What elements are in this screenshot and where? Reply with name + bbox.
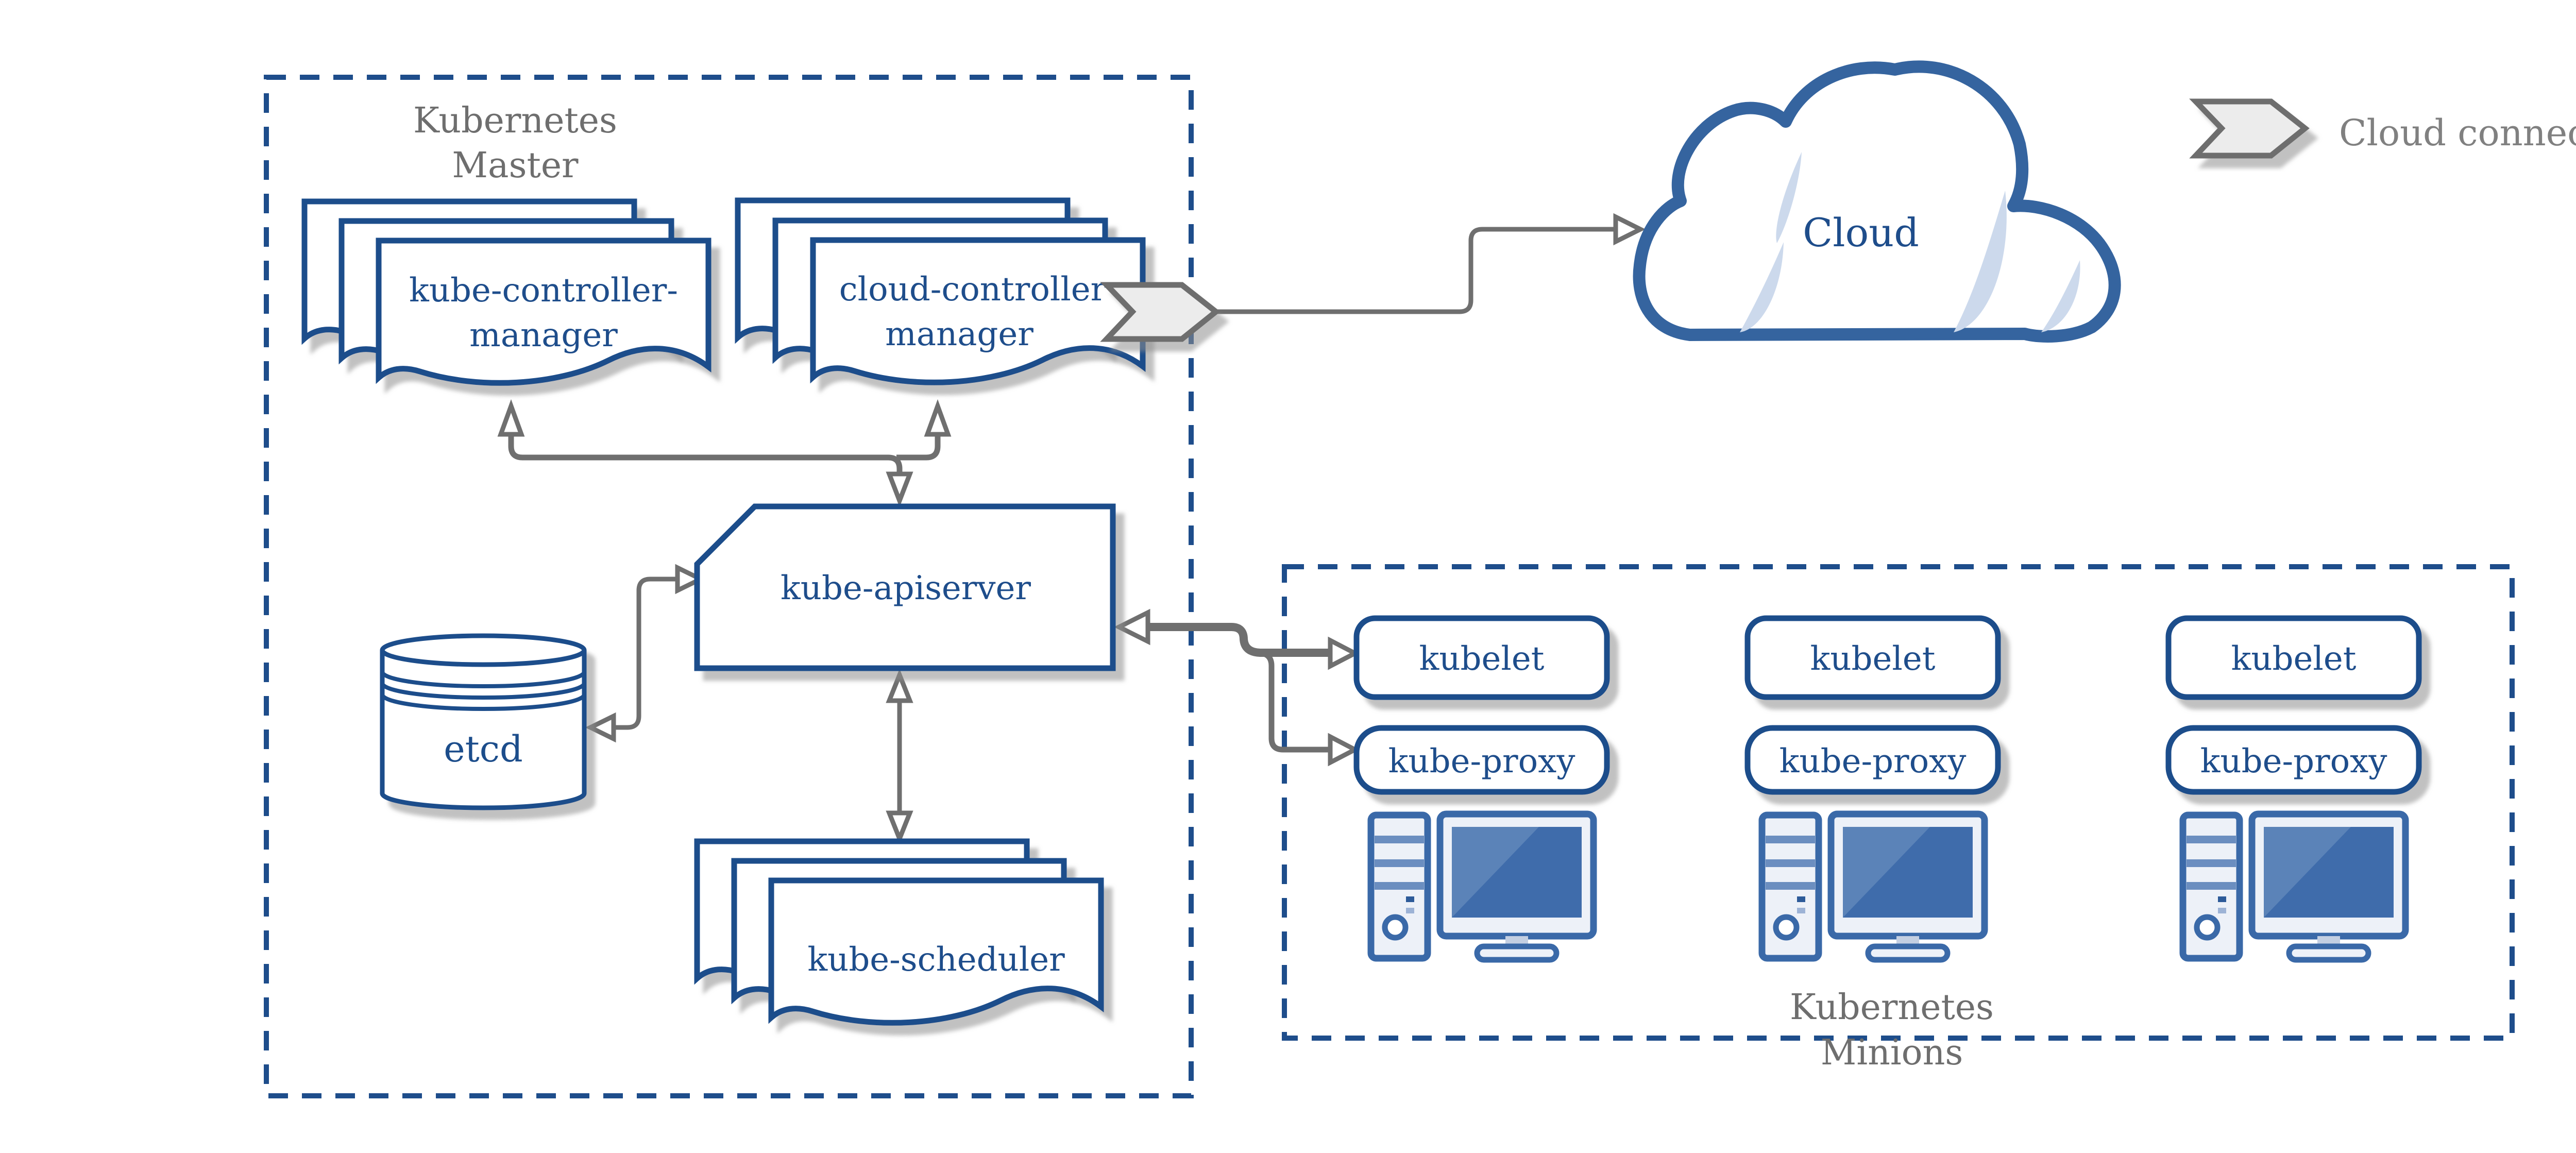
cloud-icon — [1633, 60, 2121, 343]
kube-apiserver-label: kube-apiserver — [781, 569, 1031, 607]
kubelet-label: kubelet — [1810, 640, 1936, 678]
etcd-cylinder: etcd — [380, 633, 587, 810]
legend-label: Cloud connector — [2339, 112, 2576, 154]
apiserver-to-node-connector — [1113, 608, 1360, 767]
document-shape-front — [813, 240, 1143, 382]
arrowhead-up-cloud-controller — [924, 399, 952, 437]
arrowhead-up-apiserver-bottom — [886, 668, 913, 703]
cloud-controller-manager-stack: cloud-controller manager — [738, 200, 1143, 382]
kubelet-label: kubelet — [2231, 640, 2357, 678]
arrowhead-right-kube-proxy — [1328, 733, 1360, 767]
kube-proxy-label: kube-proxy — [2200, 742, 2387, 781]
database-cylinder-icon — [380, 650, 587, 810]
kube-proxy-box — [1353, 725, 1610, 795]
kube-scheduler-stack: kube-scheduler — [697, 841, 1101, 1023]
chevron-arrow-icon — [2196, 101, 2305, 156]
apiserver-scheduler-connector — [886, 668, 913, 845]
kube-apiserver-box: kube-apiserver — [694, 503, 1116, 671]
kube-proxy-label: kube-proxy — [1780, 742, 1967, 781]
kubernetes-minions-title: Kubernetes Minions — [1790, 987, 1994, 1073]
cloud-controller-manager-label-line1: cloud-controller — [839, 270, 1107, 309]
kube-controller-manager-stack: kube-controller- manager — [304, 201, 708, 383]
kubelet-box — [2165, 615, 2422, 700]
kubelet-box — [1744, 615, 2001, 700]
arrowhead-left-apiserver-right — [1113, 608, 1150, 646]
etcd-label: etcd — [444, 728, 523, 770]
master-title-line2: Master — [452, 145, 579, 186]
cloud-highlight-2 — [1740, 242, 1784, 332]
document-shape-front — [379, 241, 708, 383]
kubernetes-master-title: Kubernetes Master — [413, 100, 617, 186]
minion-node-2: kubelet kube-proxy — [1744, 615, 2001, 960]
cylinder-top — [380, 633, 587, 667]
kube-proxy-box — [1744, 725, 2001, 795]
arrowhead-down-scheduler — [886, 810, 913, 845]
cloud-controller-manager-label-line2: manager — [885, 315, 1033, 353]
minion-node-1: kubelet kube-proxy — [1353, 615, 1610, 960]
master-title-line1: Kubernetes — [413, 100, 617, 141]
kubelet-box — [1353, 615, 1610, 700]
kubernetes-minions-boundary — [1282, 564, 2515, 1041]
kube-controller-manager-label-line1: kube-controller- — [409, 272, 678, 310]
cylinder-disc-line-3 — [380, 694, 586, 711]
arrowhead-left-etcd — [585, 712, 616, 743]
cylinder-disc-line-2 — [380, 683, 586, 700]
arrowhead-right-cloud — [1613, 213, 1646, 246]
kube-proxy-box — [2165, 725, 2422, 795]
legend-cloud-connector: Cloud connector — [2196, 101, 2576, 156]
cloud-highlight-3 — [1954, 191, 2007, 332]
cloud-highlight-1 — [1776, 152, 1802, 243]
arrowhead-right-kubelet — [1328, 636, 1360, 670]
kubelet-label: kubelet — [1419, 640, 1545, 678]
cloud-highlight-4 — [2041, 260, 2080, 332]
desktop-computer-icon — [1762, 814, 1985, 960]
minions-title-line2: Minions — [1821, 1032, 1963, 1073]
desktop-computer-icon — [2183, 814, 2405, 960]
desktop-computer-icon — [1371, 814, 1594, 960]
cylinder-disc-line-1 — [380, 671, 586, 688]
controllers-to-apiserver-connector — [497, 399, 952, 507]
minion-node-3: kubelet kube-proxy — [2165, 615, 2422, 960]
arrowhead-right-apiserver — [675, 564, 706, 595]
kube-controller-manager-label-line2: manager — [469, 316, 618, 354]
card-shape — [694, 503, 1116, 671]
arrowhead-down-apiserver — [886, 471, 913, 507]
cloud-controller-to-cloud-connector — [1217, 213, 1646, 314]
kube-scheduler-label: kube-scheduler — [807, 941, 1065, 979]
cloud-group: Cloud — [1633, 60, 2121, 343]
kube-proxy-label: kube-proxy — [1388, 742, 1575, 781]
cloud-label: Cloud — [1803, 210, 1919, 256]
arrowhead-up-kube-controller — [497, 399, 525, 437]
minions-title-line1: Kubernetes — [1790, 987, 1994, 1028]
apiserver-etcd-connector — [585, 564, 706, 743]
